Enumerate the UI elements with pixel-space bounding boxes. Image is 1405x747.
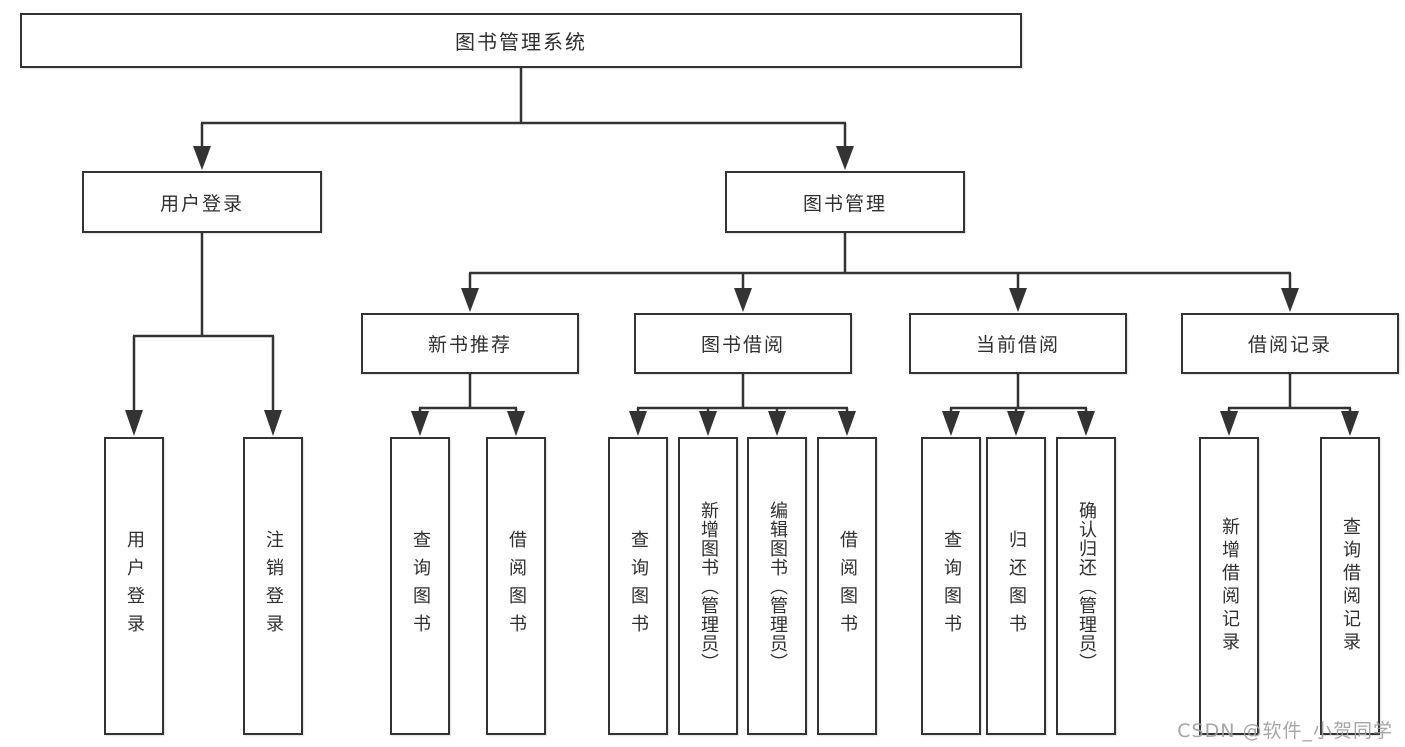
node-label: 图书管理系统 xyxy=(455,30,587,54)
node-current-borrow: 当前借阅 xyxy=(909,313,1127,374)
arrow-down-icon xyxy=(125,410,143,436)
arrow-down-icon xyxy=(1007,411,1025,436)
leaf-borrow-books-recommend: 借阅图书 xyxy=(486,437,546,735)
leaf-label: 查询图书 xyxy=(941,530,962,642)
leaf-add-books-admin: 新增图书（管理员） xyxy=(678,437,738,735)
leaf-label: 归还图书 xyxy=(1006,530,1027,642)
arrow-down-icon xyxy=(734,288,752,312)
arrow-down-icon xyxy=(1077,411,1095,436)
leaf-confirm-return-admin: 确认归还（管理员） xyxy=(1056,437,1116,735)
leaf-label: 确认归还（管理员） xyxy=(1076,500,1097,672)
arrow-down-icon xyxy=(1281,288,1299,312)
node-label: 图书借阅 xyxy=(700,334,785,356)
node-label: 当前借阅 xyxy=(975,334,1060,356)
leaf-label: 新增图书（管理员） xyxy=(698,500,719,672)
leaf-label: 新增借阅记录 xyxy=(1219,517,1240,655)
node-borrow-records: 借阅记录 xyxy=(1181,313,1399,374)
leaf-logout-login: 注销登录 xyxy=(243,437,303,735)
node-book-borrow: 图书借阅 xyxy=(634,313,852,374)
arrow-down-icon xyxy=(193,146,211,170)
leaf-borrow-books: 借阅图书 xyxy=(817,437,877,735)
node-user-login: 用户登录 xyxy=(82,171,322,233)
leaf-label: 查询图书 xyxy=(628,530,649,642)
connector-book-management-split xyxy=(461,233,1299,312)
leaf-label: 查询图书 xyxy=(410,530,431,642)
node-label: 新书推荐 xyxy=(427,334,512,356)
arrow-down-icon xyxy=(836,146,854,170)
arrow-down-icon xyxy=(838,411,856,436)
arrow-down-icon xyxy=(461,288,479,312)
arrow-down-icon xyxy=(507,411,525,436)
leaf-label: 注销登录 xyxy=(263,530,284,642)
arrow-down-icon xyxy=(1220,411,1238,436)
leaf-label: 编辑图书（管理员） xyxy=(767,500,788,672)
arrow-down-icon xyxy=(768,411,786,436)
leaf-query-books-current: 查询图书 xyxy=(921,437,981,735)
leaf-query-books-borrow: 查询图书 xyxy=(608,437,668,735)
arrow-down-icon xyxy=(629,411,647,436)
leaf-label: 借阅图书 xyxy=(837,530,858,642)
leaf-label: 借阅图书 xyxy=(506,530,527,642)
node-new-book-recommend: 新书推荐 xyxy=(361,313,579,374)
connector-current-borrow-split xyxy=(942,374,1095,436)
leaf-user-login: 用户登录 xyxy=(104,437,164,735)
connector-borrow-records-split xyxy=(1220,374,1359,436)
node-label: 图书管理 xyxy=(802,192,887,215)
connector-new-book-recommend-split xyxy=(411,374,525,436)
leaf-query-borrow-record: 查询借阅记录 xyxy=(1320,437,1380,735)
leaf-edit-books-admin: 编辑图书（管理员） xyxy=(747,437,807,735)
node-book-management: 图书管理 xyxy=(725,171,965,233)
connector-book-borrow-split xyxy=(629,374,856,436)
arrow-down-icon xyxy=(942,411,960,436)
arrow-down-icon xyxy=(411,411,429,436)
arrow-down-icon xyxy=(1009,288,1027,312)
leaf-add-borrow-record: 新增借阅记录 xyxy=(1199,437,1259,735)
leaf-label: 查询借阅记录 xyxy=(1340,517,1361,655)
leaf-query-books-recommend: 查询图书 xyxy=(390,437,450,735)
arrow-down-icon xyxy=(1341,411,1359,436)
arrow-down-icon xyxy=(699,411,717,436)
leaf-label: 用户登录 xyxy=(124,530,145,642)
connector-root-split xyxy=(193,68,854,170)
node-label: 借阅记录 xyxy=(1247,334,1332,356)
node-root-library-system: 图书管理系统 xyxy=(20,13,1022,68)
arrow-down-icon xyxy=(264,410,282,436)
node-label: 用户登录 xyxy=(159,192,244,215)
connector-user-login-split xyxy=(125,233,282,436)
leaf-return-books: 归还图书 xyxy=(986,437,1046,735)
